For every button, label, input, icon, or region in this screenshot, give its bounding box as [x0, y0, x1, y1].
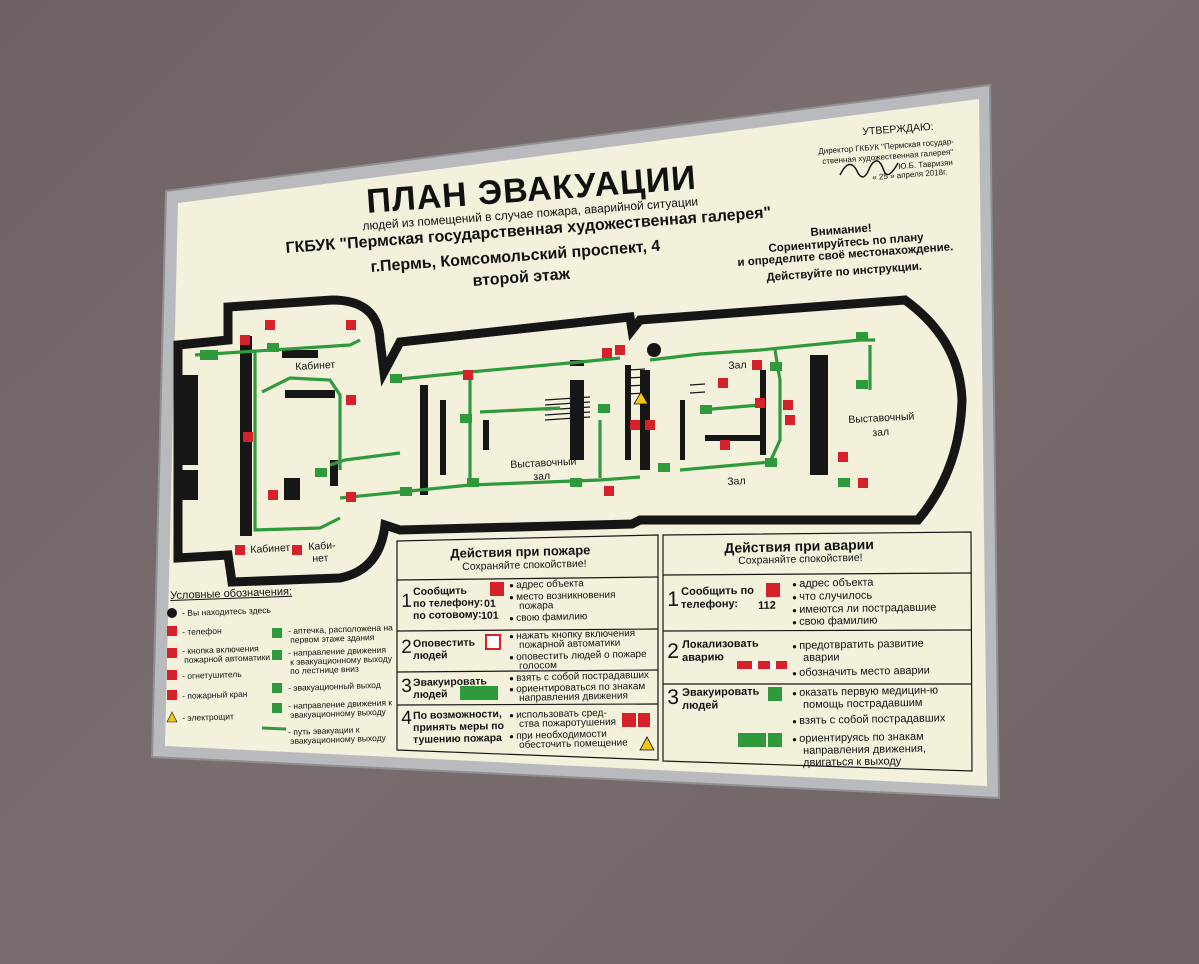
step-number: 3: [401, 675, 413, 697]
fire-step-4-label: тушению пожара: [412, 731, 503, 746]
plan-outer-wall-left: [173, 295, 967, 587]
plan-wall: [810, 355, 828, 475]
fire-phone: 01: [483, 597, 496, 610]
fire-step-3-label: Эвакуировать: [412, 675, 487, 689]
room-label: зал: [872, 426, 890, 439]
room-label: нет: [312, 552, 329, 565]
legend-symbols: [166, 608, 287, 731]
room-label: Зал: [728, 359, 747, 372]
accident-actions-box: [662, 531, 973, 772]
fire-step-3-label: людей: [412, 688, 448, 701]
fire-step-item: пожара: [518, 600, 554, 612]
accident-step-2-label: Локализовать: [682, 637, 759, 651]
plan-wall: [625, 365, 631, 460]
room-label: зал: [533, 470, 551, 483]
room-label: Кабинет: [295, 358, 336, 373]
step-number: 2: [667, 639, 680, 663]
accident-step-3-label: людей: [682, 699, 719, 712]
accident-step-item: аварии: [803, 651, 840, 664]
plan-wall: [483, 420, 489, 450]
accident-step-item: свою фамилию: [792, 615, 878, 629]
accident-step-3-label: Эвакуировать: [682, 685, 760, 699]
box-icons: [460, 582, 787, 751]
plan-wall: [680, 400, 685, 460]
plan-wall: [705, 435, 760, 441]
you-are-here-marker: [647, 343, 661, 357]
plan-wall: [420, 385, 428, 495]
fire-actions-box: [396, 534, 659, 761]
plan-wall: [178, 375, 198, 465]
plan-wall: [178, 470, 198, 500]
step-number: 1: [667, 587, 680, 611]
legend-item: - электрощит: [181, 711, 235, 723]
step-number: 1: [401, 590, 413, 612]
room-label: Кабинет: [250, 541, 291, 556]
fire-equipment-signs: [235, 320, 868, 555]
fire-step-1-label: по сотовому:: [412, 608, 482, 622]
fire-step-item: голосом: [518, 660, 558, 672]
accident-step-1-label: телефону:: [681, 598, 739, 611]
step-number: 2: [401, 636, 413, 658]
accident-step-2-label: аварию: [682, 651, 724, 664]
fire-step-item: свою фамилию: [509, 611, 587, 624]
room-label: Зал: [727, 475, 746, 488]
plan-wall: [330, 460, 338, 486]
room-label: Каби-: [308, 539, 336, 553]
plan-wall: [284, 478, 300, 500]
fire-step-2-label: Оповестить: [412, 636, 476, 650]
route-direction-signs: [200, 332, 868, 496]
cell-phone: 101: [480, 609, 499, 622]
floor-plan: [173, 295, 967, 587]
plan-wall: [760, 370, 766, 455]
accident-step-item: взять с собой пострадавших: [792, 712, 945, 728]
emergency-phone: 112: [758, 599, 776, 612]
accident-step-item: помощь пострадавшим: [803, 696, 923, 711]
plan-wall: [570, 380, 584, 460]
electrical-panel-sign: [633, 391, 649, 405]
plan-wall: [285, 390, 335, 398]
fire-step-2-label: людей: [412, 649, 448, 662]
accident-step-item: двигаться к выходу: [803, 755, 902, 769]
plan-wall: [282, 350, 318, 358]
step-number: 4: [401, 707, 413, 729]
accident-step-item: обозначить место аварии: [792, 665, 930, 680]
accident-step-item: предотвратить развитие: [792, 638, 924, 653]
signature: [839, 160, 899, 178]
plan-wall: [440, 400, 446, 475]
accident-step-1-label: Сообщить по: [681, 584, 754, 598]
accident-step-item: направления движения,: [803, 742, 927, 757]
legend-item: - телефон: [181, 625, 222, 637]
step-number: 3: [667, 685, 680, 709]
